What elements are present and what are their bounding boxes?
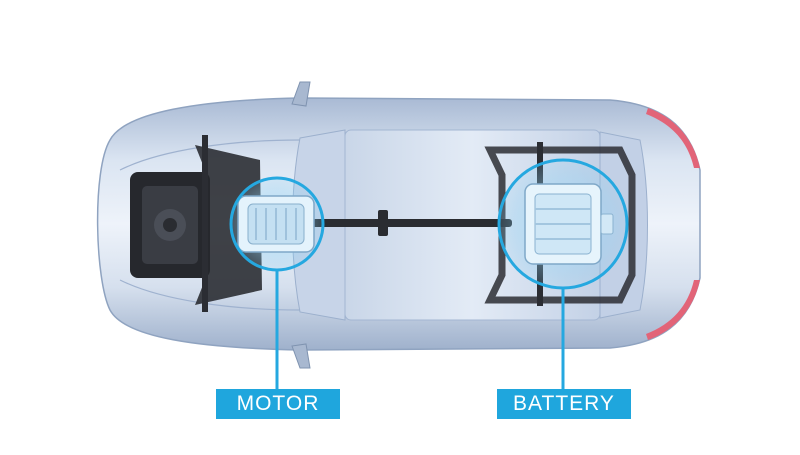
battery-callout-label: BATTERY: [497, 389, 631, 419]
mirror-left: [291, 81, 311, 107]
tail-light-right: [646, 280, 700, 340]
battery-highlight: [497, 158, 629, 389]
tail-light-left: [646, 108, 700, 168]
front-chassis: [130, 135, 262, 312]
motor-callout-label: MOTOR: [216, 389, 340, 419]
drive-shaft: [312, 210, 512, 236]
mirror-right: [291, 343, 311, 369]
motor-highlight: [229, 176, 325, 389]
